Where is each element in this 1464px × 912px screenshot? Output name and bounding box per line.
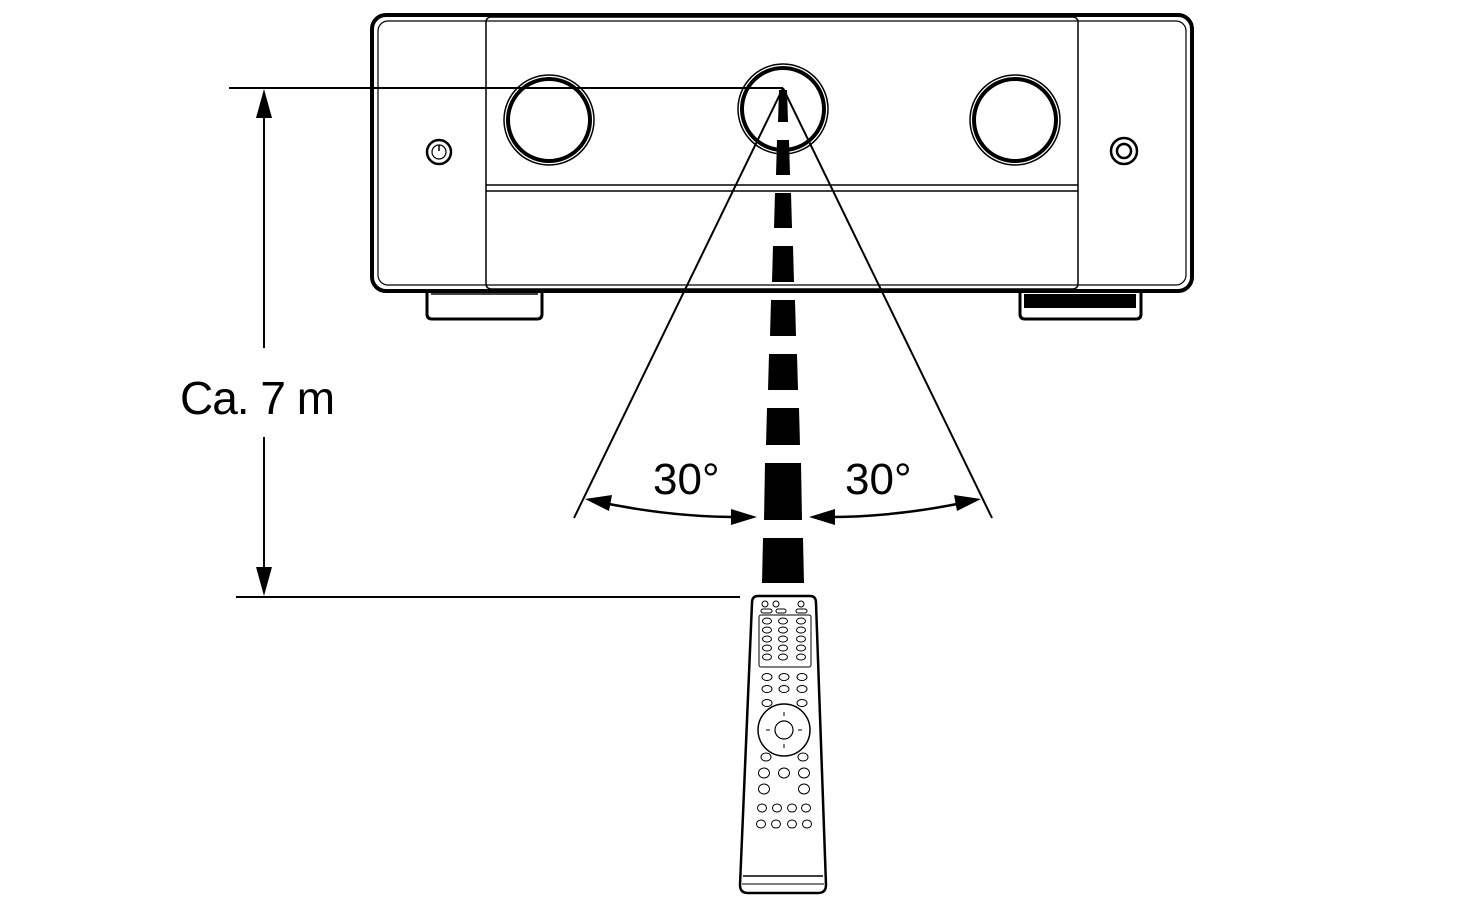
headphone-jack-icon bbox=[1109, 136, 1139, 166]
power-button-icon bbox=[425, 138, 453, 166]
range-boundary-left bbox=[573, 87, 784, 519]
av-receiver bbox=[370, 13, 1194, 321]
input-selector-knob bbox=[503, 74, 595, 166]
remote-control bbox=[738, 594, 828, 895]
arrowhead-up-icon bbox=[256, 89, 272, 118]
remote-navigation-pad bbox=[757, 703, 811, 757]
receiver-foot-right bbox=[1018, 290, 1143, 321]
arc-arrowhead-center-right-icon bbox=[809, 509, 835, 525]
remote-top-buttons bbox=[760, 600, 808, 614]
range-cone bbox=[573, 87, 993, 519]
arc-arrowhead-center-left-icon bbox=[731, 509, 757, 525]
remote-lower-buttons bbox=[756, 752, 812, 829]
ir-beam bbox=[762, 90, 804, 583]
distance-dimension: Ca. 7 m bbox=[180, 87, 783, 598]
arrowhead-down-icon bbox=[256, 567, 272, 596]
remote-function-buttons bbox=[761, 673, 808, 707]
angle-arc-left bbox=[585, 495, 757, 525]
receiver-front-panel bbox=[485, 16, 1079, 290]
master-volume-knob bbox=[969, 74, 1061, 166]
arc-arrowhead-right-icon bbox=[954, 495, 981, 511]
distance-label: Ca. 7 m bbox=[180, 372, 334, 424]
remote-source-buttons bbox=[758, 614, 812, 668]
range-boundary-right bbox=[782, 87, 993, 519]
angle-label-right: 30° bbox=[845, 455, 912, 504]
angle-label-left: 30° bbox=[653, 455, 720, 504]
receiver-foot-left bbox=[425, 290, 544, 321]
receiver-body bbox=[370, 13, 1194, 293]
arc-arrowhead-left-icon bbox=[585, 495, 612, 511]
remote-body bbox=[738, 594, 828, 895]
angle-arc-right bbox=[809, 495, 981, 525]
